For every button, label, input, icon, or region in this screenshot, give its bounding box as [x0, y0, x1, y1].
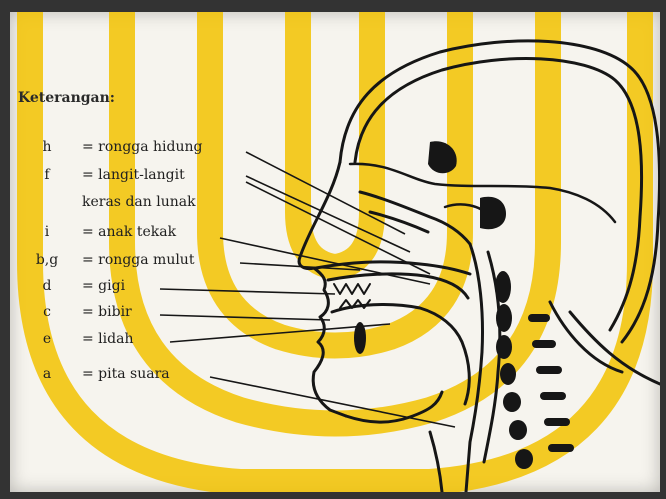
- legend-text: = gigi: [82, 278, 125, 294]
- leader-a: [210, 377, 455, 427]
- leader-f2: [246, 182, 430, 274]
- legend-text: = pita suara: [82, 366, 170, 382]
- scanned-page: Keterangan: h = rongga hidung f = langit…: [10, 12, 660, 492]
- legend-text: = bibir: [82, 304, 132, 320]
- legend-code: c: [30, 304, 64, 320]
- legend-title: Keterangan:: [18, 90, 115, 106]
- legend-text: = langit-langit: [82, 167, 185, 183]
- legend-text: = anak tekak: [82, 224, 176, 240]
- legend-text-continuation: keras dan lunak: [82, 194, 196, 210]
- leader-f1: [246, 176, 410, 252]
- legend-code: f: [30, 167, 64, 183]
- legend-code: d: [30, 278, 64, 294]
- legend-code: b,g: [30, 252, 64, 268]
- leader-c: [160, 315, 330, 320]
- legend-code: h: [30, 139, 64, 155]
- legend-text: = lidah: [82, 331, 133, 347]
- legend-text: = rongga mulut: [82, 252, 194, 268]
- legend-text: = rongga hidung: [82, 139, 203, 155]
- legend-code: e: [30, 331, 64, 347]
- legend-code: a: [30, 366, 64, 382]
- legend-code: i: [30, 224, 64, 240]
- neck-front: [430, 432, 442, 492]
- tongue: [332, 305, 469, 404]
- leader-d: [160, 289, 335, 294]
- teeth-upper: [334, 284, 370, 294]
